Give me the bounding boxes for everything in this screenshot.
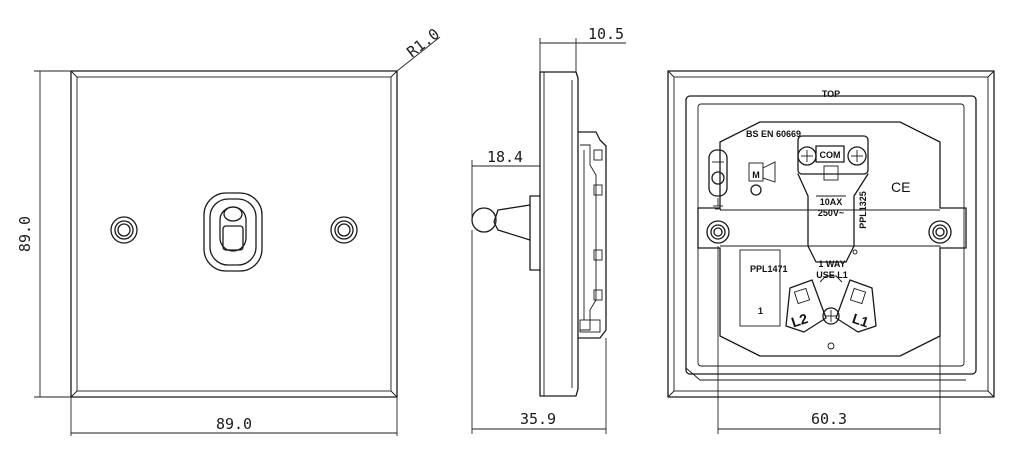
one-way-label: 1 WAY (818, 259, 845, 269)
toggle-lever (493, 204, 531, 241)
toggle-ball (471, 207, 497, 233)
screw-icon (330, 216, 358, 244)
standard-label: BS EN 60669 (746, 129, 801, 139)
brand-logo-text: M (752, 170, 760, 180)
screw-icon (847, 146, 867, 166)
rating-current-label: 10AX (820, 197, 843, 207)
side-mechanism (577, 131, 607, 339)
screw-icon (706, 220, 730, 244)
screw-icon (797, 146, 817, 166)
screw-icon (928, 220, 952, 244)
earth-icon (708, 149, 728, 210)
top-label: TOP (822, 89, 840, 99)
rear-plate-outer (667, 70, 995, 398)
side-toggle-dim: 18.4 (487, 148, 523, 166)
ppl1471-label: PPL1471 (750, 264, 788, 274)
terminal-l1: L1 (835, 279, 877, 333)
ce-mark-icon: CE (891, 179, 910, 195)
screw-icon (822, 307, 840, 325)
terminal-l2: L2 (785, 279, 827, 333)
toggle-icon (203, 192, 263, 272)
side-depth-top-dim: 10.5 (588, 25, 624, 43)
terminal-l1-label: L1 (850, 310, 871, 330)
rear-centres-dim: 60.3 (811, 410, 847, 428)
number-1-label: 1 (758, 306, 763, 316)
com-label: COM (820, 150, 841, 160)
use-l1-label: USE L1 (816, 270, 848, 280)
side-depth-total-dim: 35.9 (520, 410, 556, 428)
front-height-dim: 89.0 (16, 216, 34, 252)
rating-voltage-label: 250V~ (818, 208, 844, 218)
front-plate-inner (76, 76, 392, 392)
front-view: 89.0 89.0 R1.0 (16, 25, 443, 436)
side-view: 10.5 18.4 35.9 (471, 25, 626, 434)
ppl1325-label: PPL1325 (858, 191, 868, 229)
terminal-l2-label: L2 (789, 310, 810, 330)
rear-view: TOP BS EN 60669 (667, 70, 995, 434)
screw-icon (110, 216, 138, 244)
front-plate-outer (70, 70, 398, 398)
corner-radius-dim: R1.0 (403, 25, 443, 61)
front-width-dim: 89.0 (216, 415, 252, 433)
brand-logo-icon: M (748, 161, 776, 196)
